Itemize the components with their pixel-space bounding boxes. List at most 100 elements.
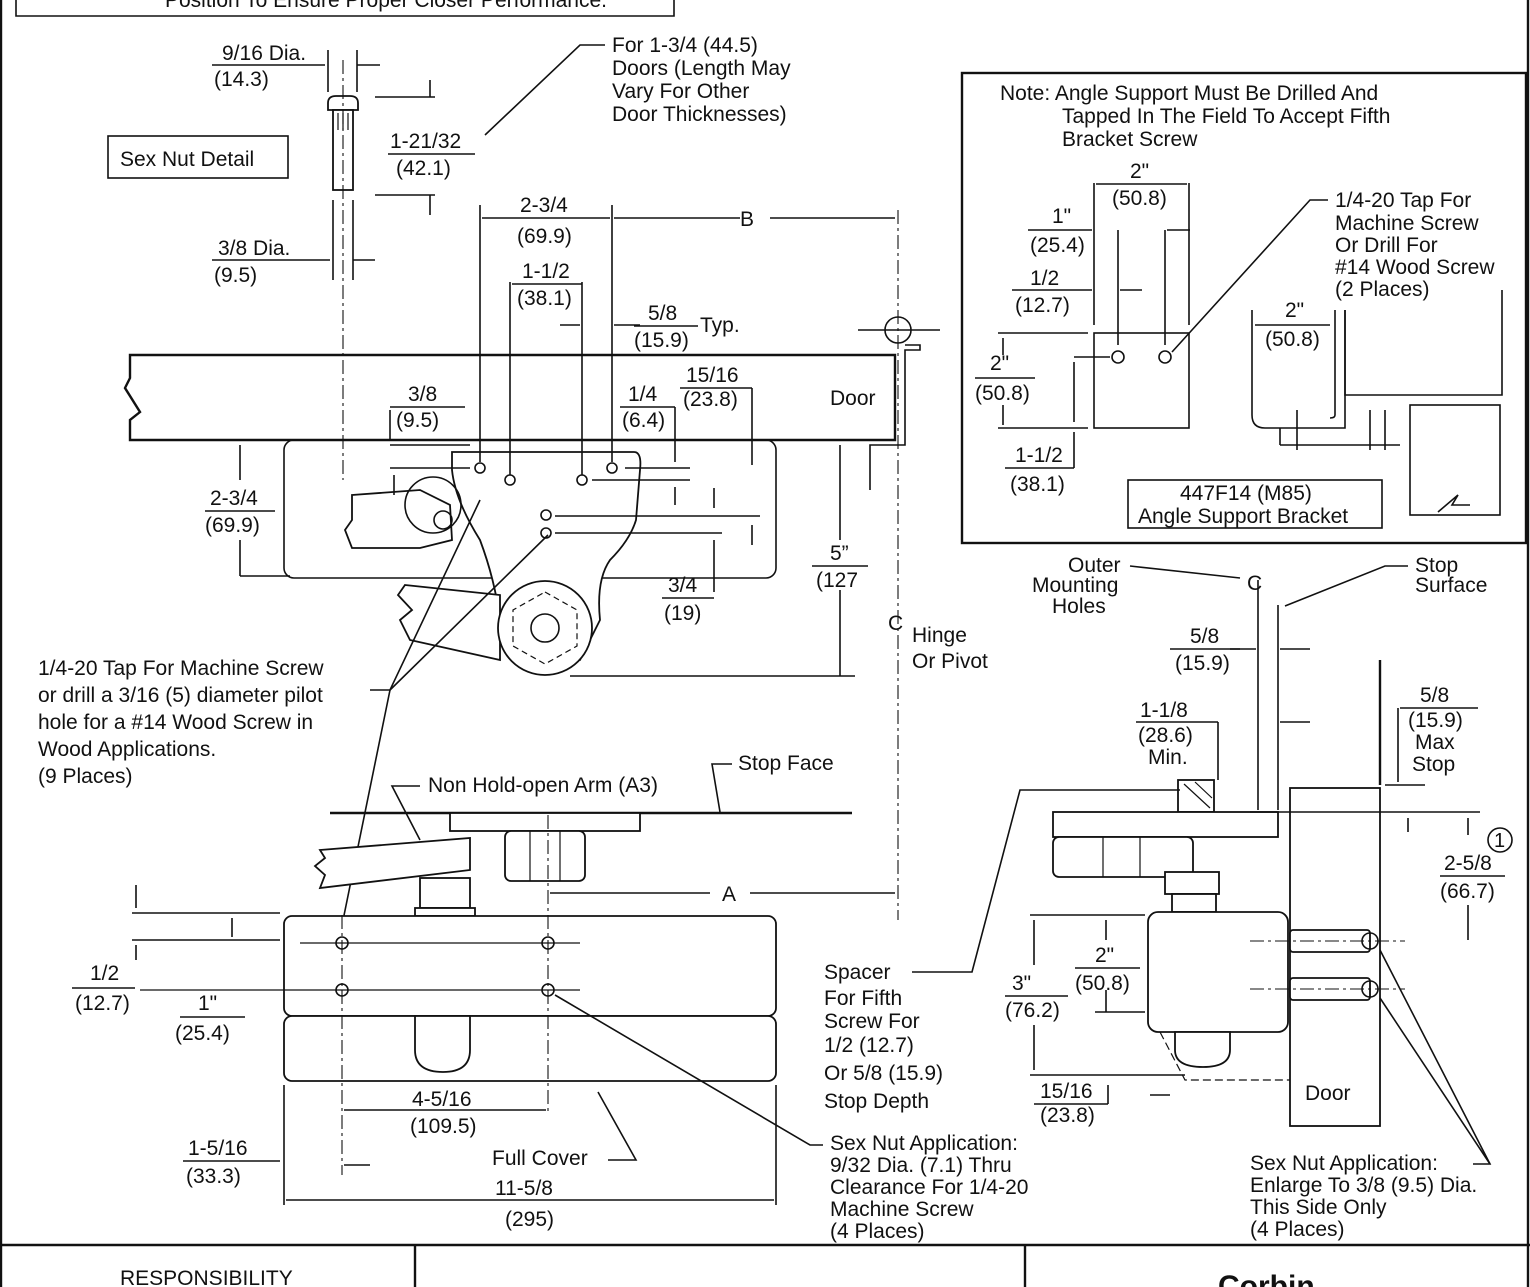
svg-text:11-5/8: 11-5/8 [495, 1177, 553, 1200]
svg-text:447F14 (M85): 447F14 (M85) [1180, 482, 1312, 505]
svg-text:(9 Places): (9 Places) [38, 765, 133, 788]
svg-text:(19): (19) [664, 602, 701, 625]
svg-text:Or Drill For: Or Drill For [1335, 234, 1438, 257]
svg-text:(33.3): (33.3) [186, 1165, 241, 1188]
svg-text:(50.8): (50.8) [1112, 187, 1167, 210]
svg-text:(69.9): (69.9) [205, 514, 260, 537]
svg-text:3/4: 3/4 [668, 574, 698, 597]
svg-text:1-21/32: 1-21/32 [390, 130, 461, 153]
title-block: RESPONSIBILITY Corbin [120, 1267, 1315, 1287]
svg-text:Outer: Outer [1068, 554, 1121, 577]
svg-text:Hinge: Hinge [912, 624, 967, 647]
svg-text:Or 5/8 (15.9): Or 5/8 (15.9) [824, 1062, 943, 1085]
svg-text:(25.4): (25.4) [1030, 234, 1085, 257]
svg-text:1": 1" [198, 992, 217, 1015]
svg-text:Full Cover: Full Cover [492, 1147, 588, 1170]
svg-text:9/32 Dia. (7.1) Thru: 9/32 Dia. (7.1) Thru [830, 1154, 1012, 1177]
door-label: Door [830, 387, 876, 410]
svg-text:Doors (Length May: Doors (Length May [612, 57, 791, 80]
svg-text:Tapped In The Field To Accept: Tapped In The Field To Accept Fifth [1062, 105, 1390, 128]
svg-text:Stop: Stop [1415, 554, 1458, 577]
svg-text:15/16: 15/16 [686, 364, 739, 387]
svg-text:(15.9): (15.9) [1408, 709, 1463, 732]
side-door-label: Door [1305, 1082, 1351, 1105]
svg-text:Non Hold-open Arm (A3): Non Hold-open Arm (A3) [428, 774, 658, 797]
svg-text:Machine Screw: Machine Screw [1335, 212, 1479, 235]
svg-text:hole for a #14 Wood Screw in: hole for a #14 Wood Screw in [38, 711, 313, 734]
svg-text:A: A [722, 883, 736, 906]
svg-text:C: C [1247, 572, 1262, 595]
sex-nut-title: Sex Nut Detail [120, 148, 254, 171]
svg-text:(23.8): (23.8) [683, 388, 738, 411]
svg-text:Stop Face: Stop Face [738, 752, 834, 775]
svg-text:(23.8): (23.8) [1040, 1104, 1095, 1127]
svg-text:(4 Places): (4 Places) [1250, 1218, 1345, 1241]
svg-text:4-5/16: 4-5/16 [412, 1088, 472, 1111]
svg-text:Vary For Other: Vary For Other [612, 80, 749, 103]
svg-text:Enlarge To 3/8 (9.5) Dia.: Enlarge To 3/8 (9.5) Dia. [1250, 1174, 1477, 1197]
svg-text:1/2 (12.7): 1/2 (12.7) [824, 1034, 914, 1057]
svg-text:(50.8): (50.8) [1075, 972, 1130, 995]
svg-text:1-5/16: 1-5/16 [188, 1137, 248, 1160]
svg-text:(69.9): (69.9) [517, 225, 572, 248]
svg-text:1-1/8: 1-1/8 [1140, 699, 1188, 722]
top-note-text: Position To Ensure Proper Closer Perform… [165, 0, 607, 12]
svg-text:For Fifth: For Fifth [824, 987, 902, 1010]
svg-text:(12.7): (12.7) [75, 992, 130, 1015]
svg-text:Note: Angle Support Must Be Dr: Note: Angle Support Must Be Drilled And [1000, 82, 1378, 105]
svg-text:(28.6): (28.6) [1138, 724, 1193, 747]
svg-text:Sex Nut Application:: Sex Nut Application: [1250, 1152, 1438, 1175]
svg-text:2-5/8: 2-5/8 [1444, 852, 1492, 875]
svg-text:3": 3" [1012, 972, 1031, 995]
svg-text:Stop Depth: Stop Depth [824, 1090, 929, 1113]
svg-text:(38.1): (38.1) [1010, 473, 1065, 496]
svg-text:1": 1" [1052, 205, 1071, 228]
svg-text:(42.1): (42.1) [396, 157, 451, 180]
svg-text:2": 2" [1095, 944, 1114, 967]
svg-text:(4 Places): (4 Places) [830, 1220, 925, 1243]
svg-text:Typ.: Typ. [700, 314, 740, 337]
svg-text:1/4: 1/4 [628, 383, 658, 406]
svg-text:Surface: Surface [1415, 574, 1487, 597]
svg-text:Angle Support Bracket: Angle Support Bracket [1138, 505, 1348, 528]
svg-text:3/8: 3/8 [408, 383, 437, 406]
svg-text:5”: 5” [830, 542, 849, 565]
svg-text:(15.9): (15.9) [1175, 652, 1230, 675]
svg-text:2": 2" [1130, 160, 1149, 183]
svg-text:1-1/2: 1-1/2 [522, 260, 570, 283]
svg-text:1-1/2: 1-1/2 [1015, 444, 1063, 467]
svg-text:(15.9): (15.9) [634, 329, 689, 352]
svg-text:Clearance For 1/4-20: Clearance For 1/4-20 [830, 1176, 1028, 1199]
svg-text:or drill a 3/16 (5) diameter p: or drill a 3/16 (5) diameter pilot [38, 684, 323, 707]
brand-logo: Corbin [1218, 1270, 1315, 1287]
svg-text:Spacer: Spacer [824, 961, 891, 984]
svg-text:(50.8): (50.8) [1265, 328, 1320, 351]
svg-text:(25.4): (25.4) [175, 1022, 230, 1045]
svg-text:1/2: 1/2 [90, 962, 119, 985]
svg-text:(50.8): (50.8) [975, 382, 1030, 405]
svg-text:(2 Places): (2 Places) [1335, 278, 1430, 301]
svg-text:(109.5): (109.5) [410, 1115, 477, 1138]
svg-text:Machine Screw: Machine Screw [830, 1198, 974, 1221]
svg-text:#14 Wood Screw: #14 Wood Screw [1335, 256, 1495, 279]
svg-text:This Side Only: This Side Only [1250, 1196, 1387, 1219]
svg-text:2-3/4: 2-3/4 [210, 487, 258, 510]
svg-text:15/16: 15/16 [1040, 1080, 1093, 1103]
sex-nut-application-note: Sex Nut Application: 9/32 Dia. (7.1) Thr… [554, 994, 1028, 1243]
responsibility-label: RESPONSIBILITY [120, 1267, 293, 1287]
svg-text:(76.2): (76.2) [1005, 999, 1060, 1022]
svg-text:1/4-20 Tap For Machine Screw: 1/4-20 Tap For Machine Screw [38, 657, 324, 680]
svg-text:(66.7): (66.7) [1440, 880, 1495, 903]
svg-text:1/2: 1/2 [1030, 267, 1059, 290]
svg-text:(295): (295) [505, 1208, 554, 1231]
svg-text:5/8: 5/8 [648, 302, 677, 325]
svg-text:(6.4): (6.4) [622, 409, 665, 432]
svg-text:Stop: Stop [1412, 753, 1455, 776]
svg-text:1: 1 [1494, 830, 1505, 852]
svg-text:2-3/4: 2-3/4 [520, 194, 568, 217]
tap-note: 1/4-20 Tap For Machine Screw or drill a … [38, 499, 549, 936]
angle-support-box: Note: Angle Support Must Be Drilled And … [960, 71, 1528, 545]
svg-text:Mounting: Mounting [1032, 574, 1118, 597]
svg-text:Bracket Screw: Bracket Screw [1062, 128, 1198, 151]
